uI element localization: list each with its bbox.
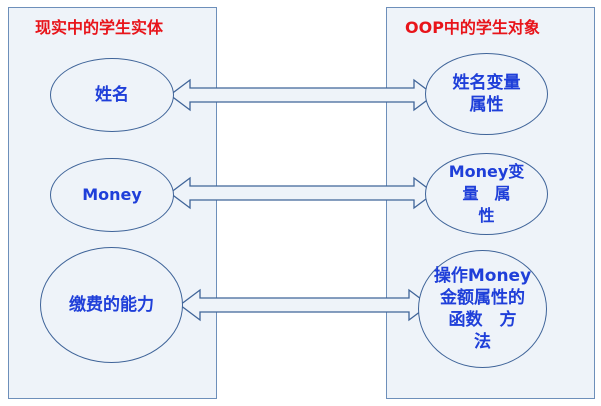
object-payment-method-label: 操作Money 金额属性的 函数 方 法 [433,266,532,352]
entity-payment-ellipse: 缴费的能力 [40,247,183,363]
double-arrow-payment [178,288,431,322]
oop-panel-title: OOP中的学生对象 [405,18,540,37]
real-world-panel-title: 现实中的学生实体 [35,18,164,37]
double-arrow-money [168,176,436,210]
object-money-property-label: Money变 量 属 性 [448,162,525,225]
object-payment-method-ellipse: 操作Money 金额属性的 函数 方 法 [418,250,547,368]
entity-money-label: Money [82,185,142,204]
entity-name-label: 姓名 [95,85,129,105]
entity-payment-label: 缴费的能力 [69,295,154,315]
entity-money-ellipse: Money [50,158,174,232]
double-arrow-name [168,78,436,112]
object-name-property-label: 姓名变量 属性 [452,73,521,115]
entity-name-ellipse: 姓名 [50,58,174,132]
object-money-property-ellipse: Money变 量 属 性 [425,153,548,235]
object-name-property-ellipse: 姓名变量 属性 [425,53,548,135]
